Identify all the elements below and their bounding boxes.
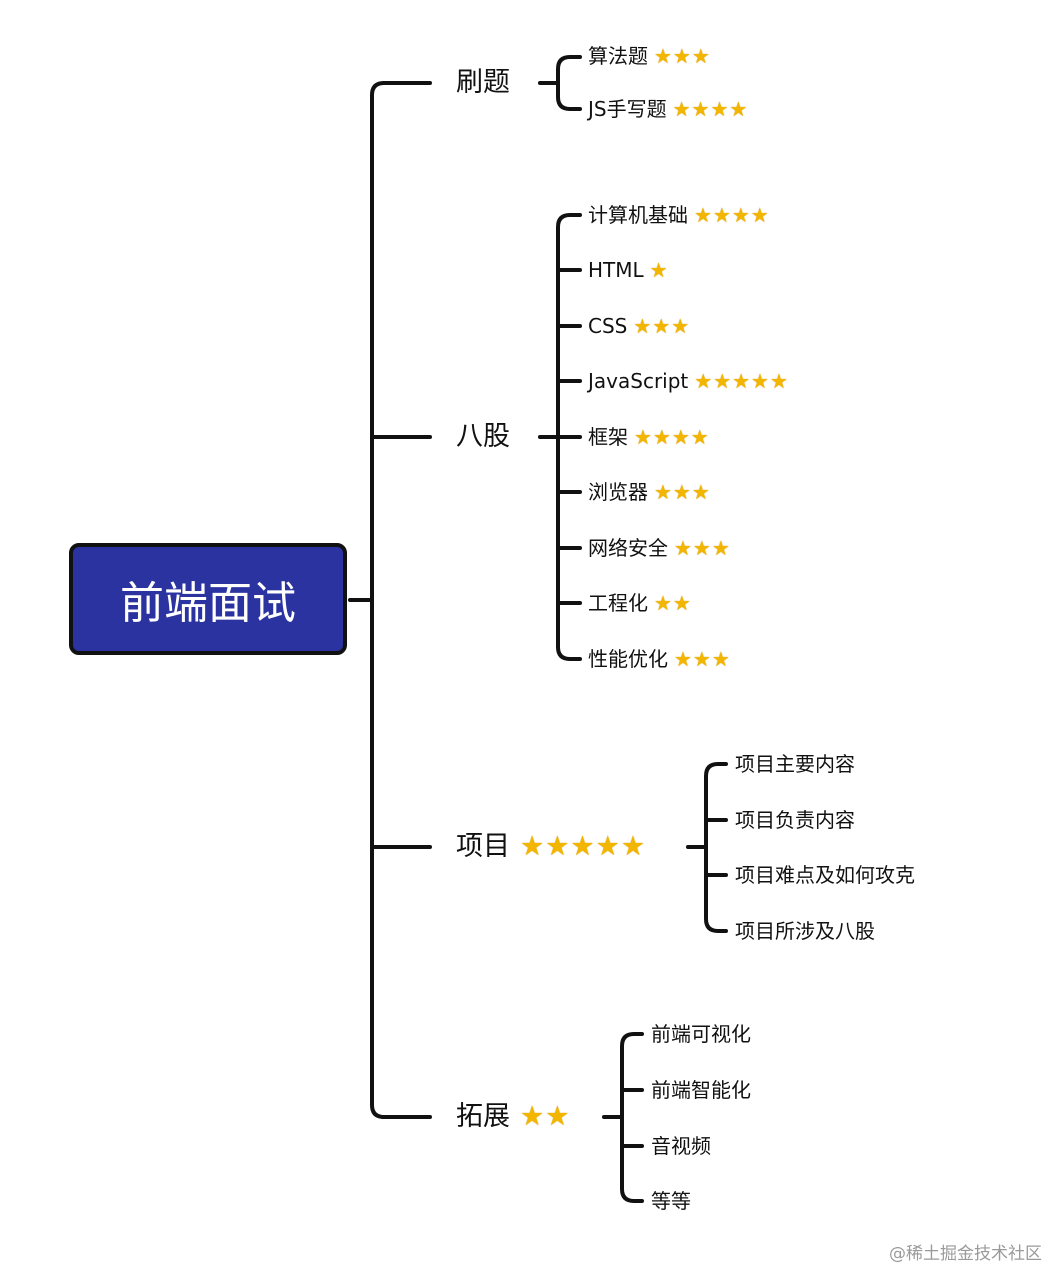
- leaf-node[interactable]: 前端智能化: [651, 1080, 751, 1100]
- leaf-node[interactable]: JS手写题★★★★: [588, 99, 748, 119]
- leaf-label: 浏览器: [588, 480, 648, 504]
- leaf-label: 计算机基础: [588, 203, 688, 227]
- star-icon: ★★★: [674, 536, 731, 560]
- connector-sub-1-bracket: [556, 55, 582, 111]
- leaf-label: 网络安全: [588, 536, 668, 560]
- star-icon: ★★★: [633, 314, 691, 338]
- star-icon: ★★: [520, 1101, 571, 1132]
- leaf-node[interactable]: 网络安全★★★: [588, 538, 731, 558]
- star-icon: ★★★: [674, 647, 731, 671]
- leaf-node[interactable]: HTML★: [588, 260, 669, 280]
- leaf-label: 前端可视化: [651, 1022, 751, 1046]
- leaf-node[interactable]: CSS★★★: [588, 316, 690, 336]
- leaf-label: 项目难点及如何攻克: [735, 863, 915, 887]
- leaf-label: 算法题: [588, 44, 648, 68]
- star-icon: ★★★: [654, 480, 711, 504]
- connector-sub-4-bracket: [620, 1032, 644, 1203]
- leaf-node[interactable]: JavaScript★★★★★: [588, 371, 789, 391]
- branch-label: 八股: [456, 421, 510, 452]
- leaf-label: 项目所涉及八股: [735, 919, 875, 943]
- leaf-node[interactable]: 框架★★★★: [588, 427, 710, 447]
- star-icon: ★★★: [654, 44, 711, 68]
- leaf-label: 项目主要内容: [735, 752, 855, 776]
- leaf-label: 框架: [588, 425, 628, 449]
- leaf-node[interactable]: 工程化★★: [588, 593, 692, 613]
- leaf-node[interactable]: 项目所涉及八股: [735, 921, 875, 941]
- leaf-node[interactable]: 项目主要内容: [735, 754, 855, 774]
- leaf-label: HTML: [588, 258, 644, 282]
- leaf-node[interactable]: 算法题★★★: [588, 46, 711, 66]
- branch-node-project[interactable]: 项目 ★★★★★: [456, 833, 646, 860]
- star-icon: ★★: [654, 591, 692, 615]
- watermark: @稀土掘金技术社区: [889, 1244, 1042, 1264]
- branch-node-expand[interactable]: 拓展 ★★: [456, 1103, 570, 1130]
- leaf-node[interactable]: 项目难点及如何攻克: [735, 865, 915, 885]
- branch-label: 项目: [456, 831, 510, 862]
- leaf-node[interactable]: 音视频: [651, 1136, 711, 1156]
- connector-trunk: [370, 81, 432, 1119]
- branch-node-bagu[interactable]: 八股: [456, 423, 510, 450]
- star-icon: ★★★★★: [520, 831, 647, 862]
- leaf-node[interactable]: 性能优化★★★: [588, 649, 731, 669]
- branch-label: 刷题: [456, 67, 510, 98]
- leaf-label: 等等: [651, 1189, 691, 1213]
- leaf-label: 音视频: [651, 1134, 711, 1158]
- star-icon: ★★★★: [634, 425, 710, 449]
- leaf-label: 性能优化: [588, 647, 668, 671]
- star-icon: ★★★★: [694, 203, 770, 227]
- leaf-node[interactable]: 前端可视化: [651, 1024, 751, 1044]
- leaf-node[interactable]: 等等: [651, 1191, 691, 1211]
- leaf-label: 工程化: [588, 591, 648, 615]
- root-node[interactable]: 前端面试: [69, 543, 347, 655]
- leaf-node[interactable]: 计算机基础★★★★: [588, 205, 770, 225]
- leaf-label: CSS: [588, 314, 628, 338]
- star-icon: ★★★★★: [694, 369, 789, 393]
- leaf-label: 前端智能化: [651, 1078, 751, 1102]
- leaf-label: 项目负责内容: [735, 808, 855, 832]
- root-label: 前端面试: [120, 578, 296, 629]
- branch-node-shuati[interactable]: 刷题: [456, 69, 510, 96]
- star-icon: ★★★★: [672, 97, 749, 121]
- star-icon: ★: [649, 258, 669, 282]
- leaf-node[interactable]: 浏览器★★★: [588, 482, 711, 502]
- leaf-label: JavaScript: [588, 369, 689, 393]
- branch-label: 拓展: [456, 1101, 510, 1132]
- connector-sub-3-bracket: [704, 762, 728, 933]
- leaf-node[interactable]: 项目负责内容: [735, 810, 855, 830]
- leaf-label: JS手写题: [588, 97, 667, 121]
